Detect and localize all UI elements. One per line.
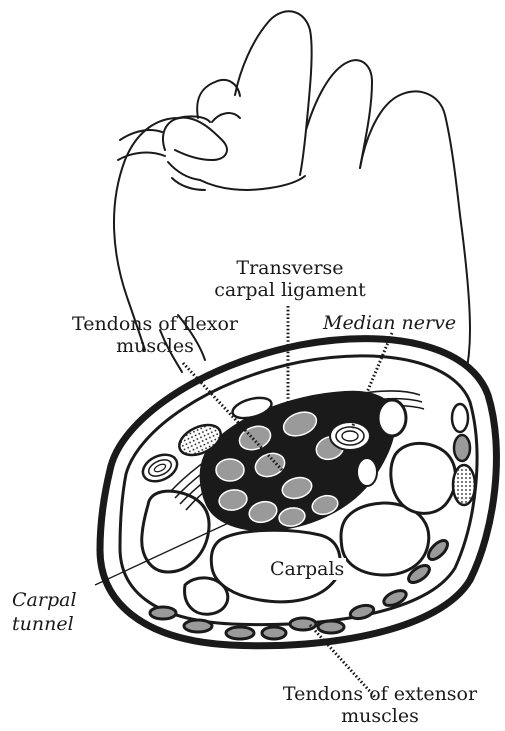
little-finger-outline <box>114 116 210 300</box>
transverse-ligament-label: Transverse carpal ligament <box>205 257 375 301</box>
carpal-bone <box>185 578 228 614</box>
median-nerve-label-text: Median nerve <box>323 312 456 334</box>
extensor-tendon <box>150 607 176 619</box>
extensor-tendon <box>318 621 344 633</box>
artery-space <box>378 400 406 436</box>
extensor-tendon <box>262 627 286 639</box>
carpal-tunnel-label-line2: tunnel <box>12 612 77 636</box>
flexor-tendons-label: Tendons of flexor muscles <box>65 313 245 357</box>
index-finger-outline <box>306 60 372 168</box>
flexor-tendons-label-line1: Tendons of flexor <box>65 313 245 335</box>
flexor-tendons-label-line2: muscles <box>65 335 245 357</box>
carpal-tunnel-label-line1: Carpal <box>12 588 77 612</box>
extensor-tendons-label-line2: muscles <box>280 705 480 727</box>
middle-finger-outline <box>235 11 312 175</box>
transverse-ligament-label-line2: carpal ligament <box>205 279 375 301</box>
carpal-bone <box>341 503 429 575</box>
thumb-outline <box>360 92 470 378</box>
wrist-cross-section <box>100 339 496 646</box>
carpals-label: Carpals <box>268 558 346 580</box>
median-nerve-label: Median nerve <box>323 312 456 334</box>
extensor-tendon <box>226 627 254 639</box>
small-structure <box>452 404 468 432</box>
carpals-label-text: Carpals <box>270 558 344 580</box>
flexor-tendon <box>216 459 244 481</box>
dotted-structure <box>453 465 475 505</box>
extensor-tendons-label: Tendons of extensor muscles <box>280 683 480 727</box>
transverse-ligament-label-line1: Transverse <box>205 257 375 279</box>
carpal-bone <box>391 443 456 513</box>
tunnel-space <box>357 458 377 486</box>
extensor-tendons-label-line1: Tendons of extensor <box>280 683 480 705</box>
extensor-tendon <box>290 618 316 630</box>
small-structure <box>454 435 470 461</box>
extensor-tendon <box>184 620 212 632</box>
carpal-tunnel-label: Carpal tunnel <box>12 588 77 636</box>
curled-finger-outline <box>163 118 227 160</box>
median-nerve <box>330 422 370 450</box>
